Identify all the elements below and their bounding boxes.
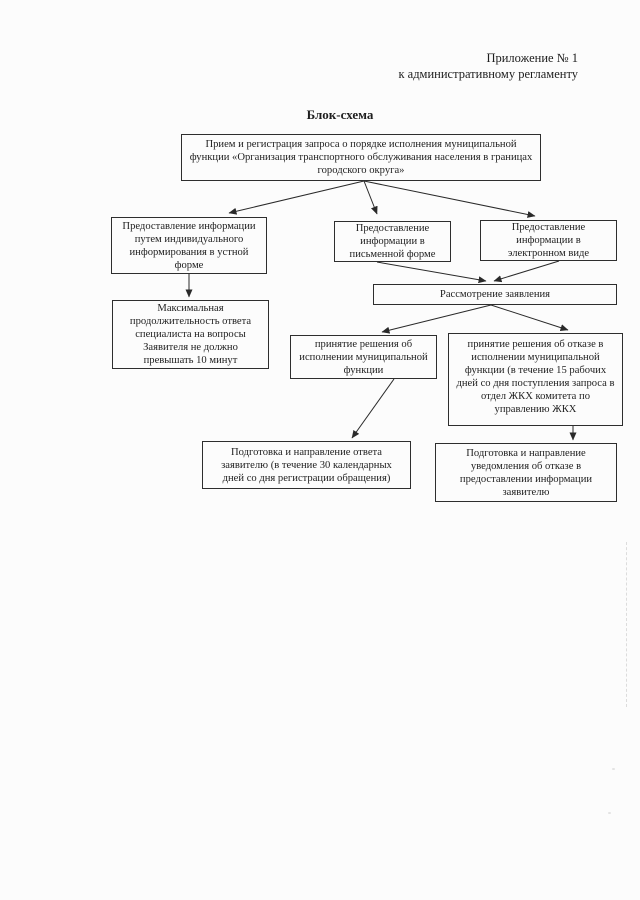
arrow-electronic-to-review	[493, 260, 560, 283]
flow-node-prepare-answer: Подготовка и направление ответа заявител…	[202, 441, 411, 489]
arrow-review-to-decision-execute	[381, 304, 492, 334]
arrow-intake-to-electronic	[363, 180, 536, 218]
flow-node-max-response-duration: Максимальная продолжительность ответа сп…	[112, 300, 269, 369]
flow-node-written-information: Предоставление информации в письменной ф…	[334, 221, 451, 262]
appendix-header: Приложение № 1 к административному регла…	[398, 51, 578, 81]
page-title: Блок-схема	[306, 107, 374, 122]
arrow-written-to-review	[376, 261, 487, 284]
flow-node-electronic-information: Предоставление информации в электронном …	[480, 220, 617, 261]
arrow-intake-to-oral	[228, 180, 365, 215]
arrow-execute-to-prepare-answer	[351, 378, 395, 439]
scan-speckle	[612, 768, 615, 770]
scan-artifact-line	[626, 542, 627, 707]
flow-node-prepare-refusal-notice: Подготовка и направление уведомления об …	[435, 443, 617, 502]
flow-node-oral-information: Предоставление информации путем индивиду…	[111, 217, 267, 274]
arrow-review-to-decision-refuse	[490, 304, 569, 332]
arrow-intake-to-written	[363, 180, 378, 215]
flow-node-decision-refuse: принятие решения об отказе в исполнении …	[448, 333, 623, 426]
flow-node-decision-execute: принятие решения об исполнении муниципал…	[290, 335, 437, 379]
flow-node-application-review: Рассмотрение заявления	[373, 284, 617, 305]
flow-node-intake-registration: Прием и регистрация запроса о порядке ис…	[181, 134, 541, 181]
scan-speckle	[608, 812, 611, 814]
